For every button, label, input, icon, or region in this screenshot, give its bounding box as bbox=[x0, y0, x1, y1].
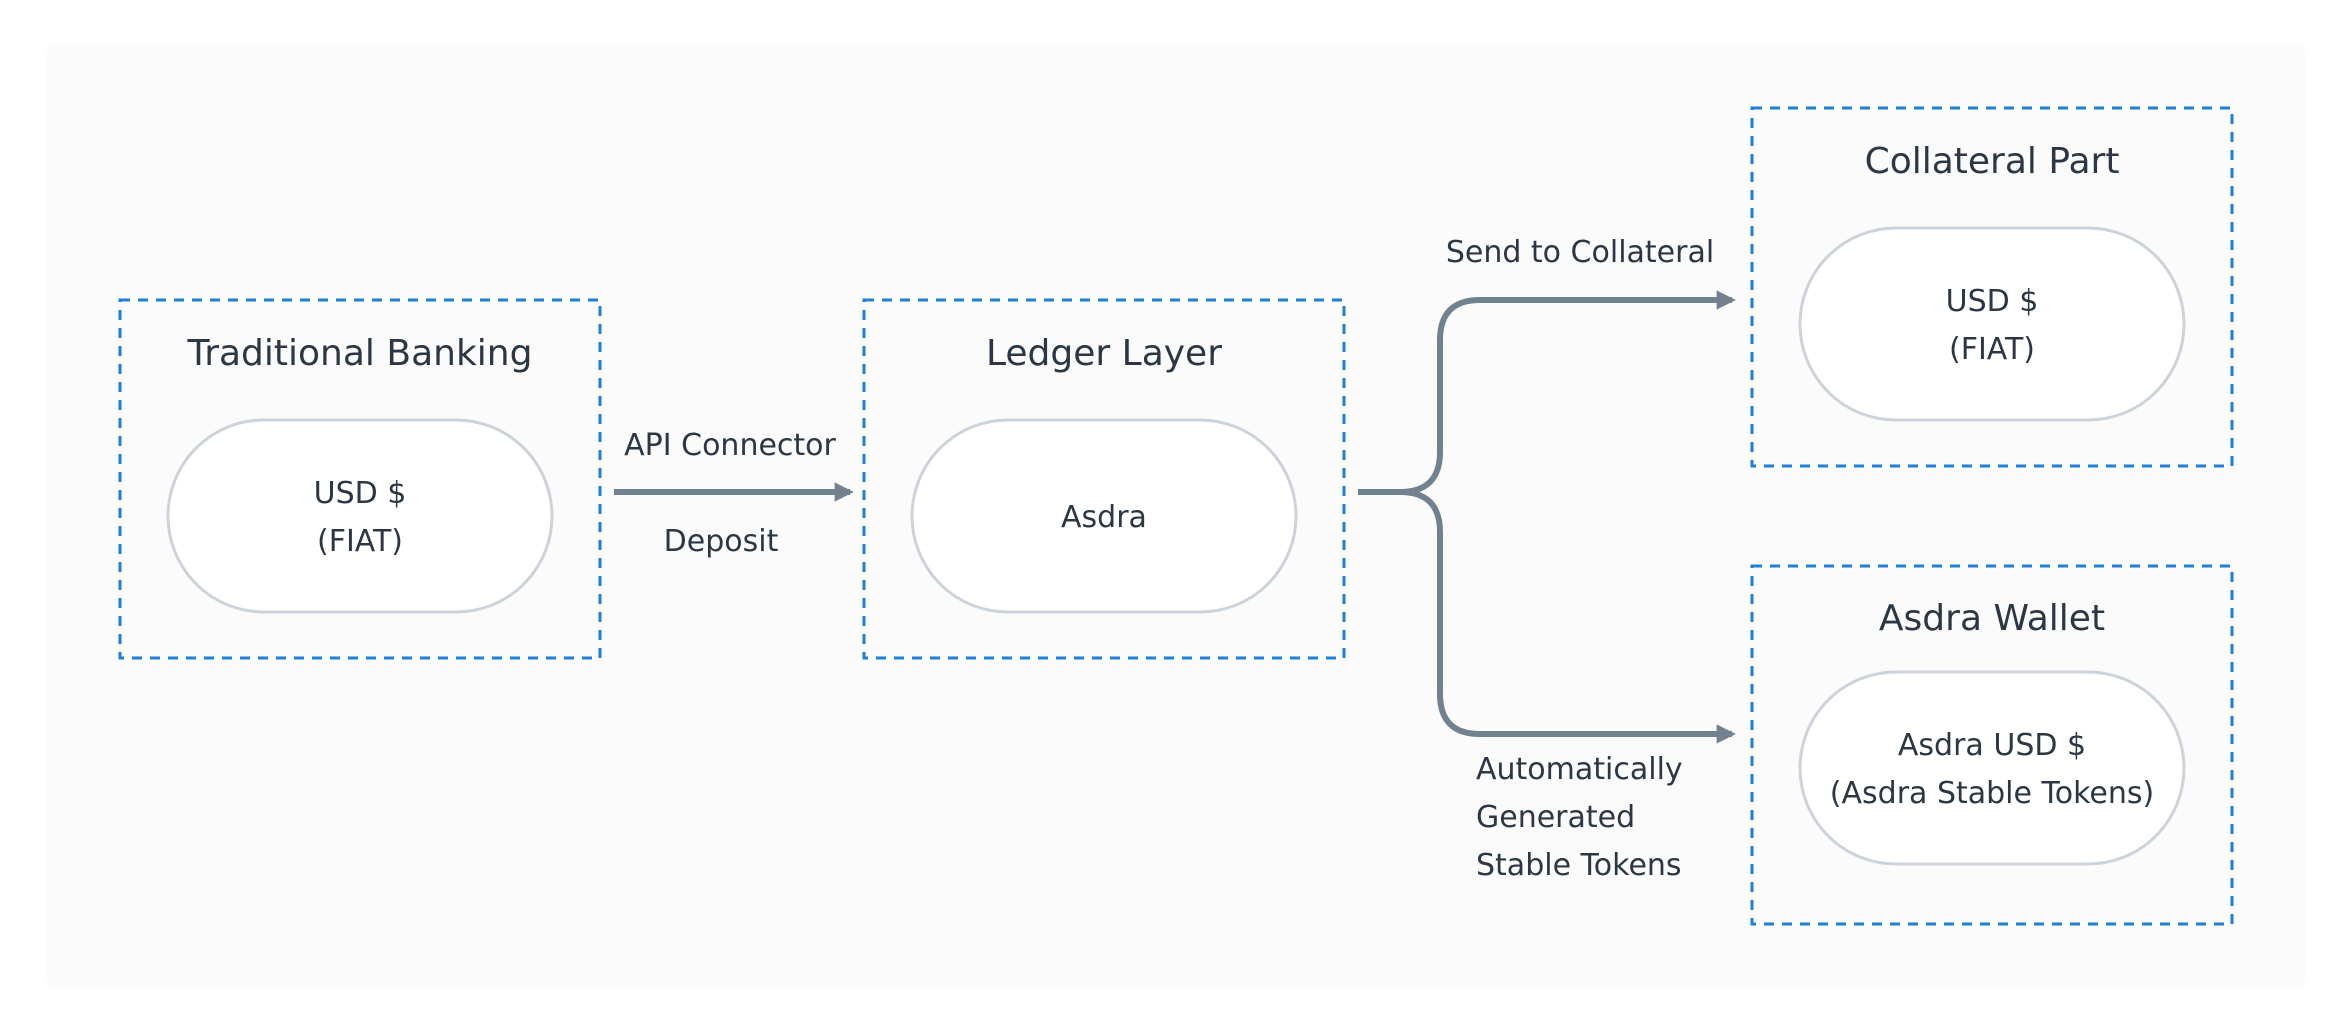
group-collateral-part-title: Collateral Part bbox=[1865, 141, 2120, 182]
group-asdra-wallet-border bbox=[1750, 564, 2234, 926]
arrow-stable-tokens bbox=[1399, 489, 1736, 744]
node-asdra bbox=[910, 418, 1298, 614]
group-ledger-layer-title: Ledger Layer bbox=[986, 333, 1222, 374]
edge-send-to-collateral-label: Send to Collateral bbox=[1446, 235, 1714, 270]
node-banking-usd bbox=[166, 418, 554, 614]
node-wallet-usd bbox=[1798, 670, 2186, 866]
group-asdra-wallet-title: Asdra Wallet bbox=[1879, 598, 2105, 639]
arrow-send-to-collateral bbox=[1358, 290, 1736, 495]
edge-deposit-label: Deposit bbox=[664, 524, 779, 559]
edge-branch: Send to Collateral Automatically Generat… bbox=[1358, 235, 1736, 883]
edge-stable-line3: Stable Tokens bbox=[1476, 848, 1682, 883]
node-banking-usd-line2: (FIAT) bbox=[317, 524, 403, 559]
edge-stable-line1: Automatically bbox=[1476, 752, 1683, 787]
node-collateral-usd-line1: USD $ bbox=[1946, 284, 2039, 319]
node-wallet-usd-line2: (Asdra Stable Tokens) bbox=[1830, 776, 2154, 811]
group-traditional-banking-border bbox=[118, 298, 602, 660]
node-collateral-usd-line2: (FIAT) bbox=[1949, 332, 2035, 367]
edge-stable-line2: Generated bbox=[1476, 800, 1635, 835]
edge-api-connector: API Connector Deposit bbox=[614, 428, 854, 559]
node-collateral-usd bbox=[1798, 226, 2186, 422]
group-collateral-part-border bbox=[1750, 106, 2234, 468]
group-ledger-layer: Ledger Layer Asdra bbox=[862, 298, 1346, 660]
node-wallet-usd-line1: Asdra USD $ bbox=[1898, 728, 2086, 763]
group-asdra-wallet: Asdra Wallet Asdra USD $ (Asdra Stable T… bbox=[1750, 564, 2234, 926]
node-asdra-label: Asdra bbox=[1061, 500, 1147, 535]
group-collateral-part: Collateral Part USD $ (FIAT) bbox=[1750, 106, 2234, 468]
group-traditional-banking-title: Traditional Banking bbox=[187, 333, 533, 374]
group-traditional-banking: Traditional Banking USD $ (FIAT) bbox=[118, 298, 602, 660]
edge-api-connector-label: API Connector bbox=[624, 428, 836, 463]
node-banking-usd-line1: USD $ bbox=[314, 476, 407, 511]
group-ledger-layer-border bbox=[862, 298, 1346, 660]
